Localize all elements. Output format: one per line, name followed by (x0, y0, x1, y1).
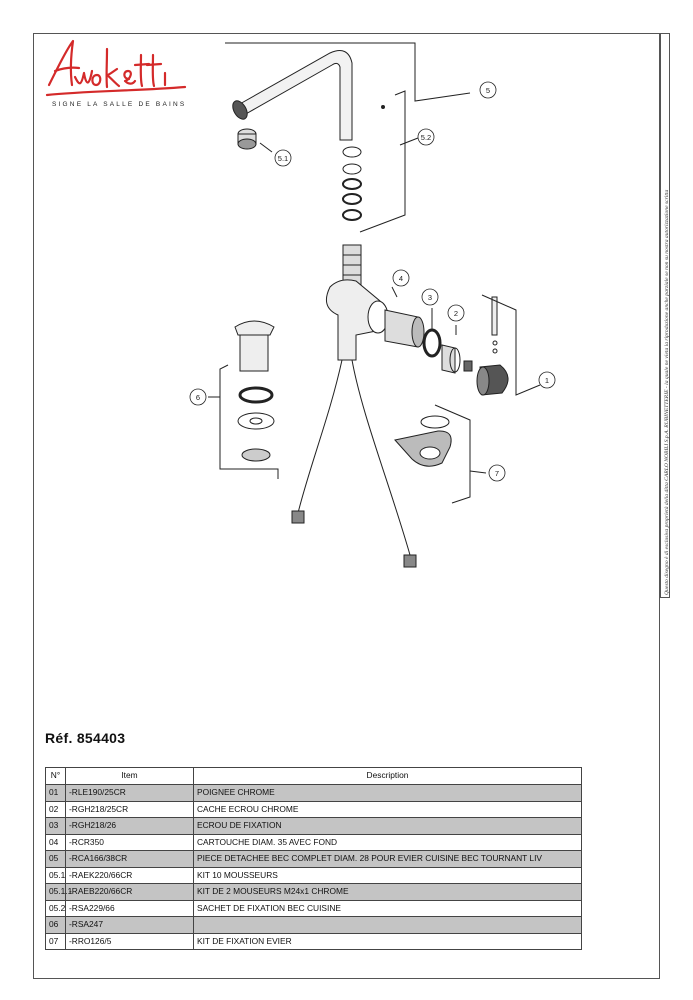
side-notice: Questo disegno è di esclusiva proprietà … (664, 189, 670, 595)
cell-description: ECROU DE FIXATION (193, 817, 582, 835)
table-header-row: N° Item Description (45, 767, 582, 785)
cell-description: CARTOUCHE DIAM. 35 AVEC FOND (193, 833, 582, 851)
cell-number: 07 (45, 932, 66, 950)
table-row: 06-RSA247 (45, 916, 582, 934)
spout (237, 50, 353, 141)
page-frame (33, 33, 660, 979)
cell-item: -RCA166/38CR (65, 850, 194, 868)
cell-number: 02 (45, 800, 66, 818)
callout-5-2: 5.2 (421, 133, 431, 142)
cell-number: 05.1.1 (45, 883, 72, 901)
callout-5-1: 5.1 (278, 154, 288, 163)
brand-tagline: SIGNE LA SALLE DE BAINS (52, 101, 187, 108)
cell-description: KIT 10 MOUSSEURS (193, 866, 582, 884)
column-header-description: Description (193, 767, 582, 785)
cell-item: -RSA247 (65, 916, 194, 934)
cell-number: 03 (45, 817, 66, 835)
cell-description: KIT DE 2 MOUSEURS M24x1 CHROME (193, 883, 582, 901)
exploded-diagram: 5 5.2 5.1 4 3 2 1 6 7 (189, 42, 556, 568)
callout-5: 5 (486, 86, 490, 95)
cell-item: -RAEB220/66CR (65, 883, 194, 901)
callout-4: 4 (399, 274, 403, 283)
cell-description (193, 916, 582, 934)
cell-item: -RSA229/66 (65, 899, 194, 917)
column-header-number: N° (45, 767, 66, 785)
cell-number: 04 (45, 833, 66, 851)
cell-description: CACHE ECROU CHROME (193, 800, 582, 818)
cell-number: 05 (45, 850, 66, 868)
cell-number: 01 (45, 784, 66, 802)
cell-item: -RRO126/5 (65, 932, 194, 950)
callout-7: 7 (495, 469, 499, 478)
cell-item: -RLE190/25CR (65, 784, 194, 802)
cell-item: -RAEK220/66CR (65, 866, 194, 884)
cell-description: KIT DE FIXATION EVIER (193, 932, 582, 950)
cell-description: SACHET DE FIXATION BEC CUISINE (193, 899, 582, 917)
side-notice-strip (660, 33, 670, 598)
brand-logo (45, 39, 187, 97)
cell-item: -RGH218/26 (65, 817, 194, 835)
cell-description: POIGNEE CHROME (193, 784, 582, 802)
callout-6: 6 (196, 393, 200, 402)
cell-number: 06 (45, 916, 66, 934)
callout-3: 3 (428, 293, 432, 302)
callout-1: 1 (545, 376, 549, 385)
cell-item: -RGH218/25CR (65, 800, 194, 818)
cell-item: -RCR350 (65, 833, 194, 851)
callout-2: 2 (454, 309, 458, 318)
cell-number: 05.2 (45, 899, 66, 917)
cell-description: PIECE DETACHEE BEC COMPLET DIAM. 28 POUR… (193, 850, 582, 868)
reference-title: Réf. 854403 (45, 730, 126, 746)
column-header-item: Item (65, 767, 194, 785)
cell-number: 05.1 (45, 866, 66, 884)
